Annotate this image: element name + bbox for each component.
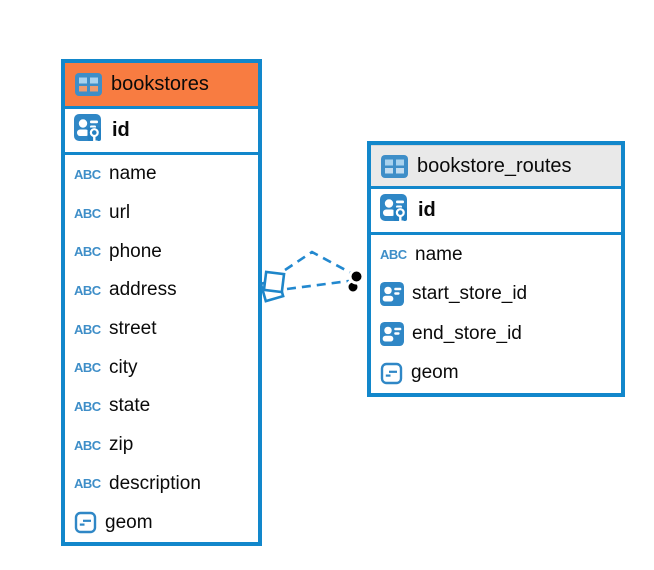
column-name: name <box>415 243 463 265</box>
column-name: description <box>109 472 201 494</box>
text-type-icon: ABC <box>74 398 101 414</box>
text-type-icon: ABC <box>74 205 101 221</box>
geometry-type-icon <box>380 362 403 385</box>
text-type-icon: ABC <box>74 166 101 182</box>
column-name: id <box>112 119 130 141</box>
text-type-icon: ABC <box>74 321 101 337</box>
column-row[interactable]: ABC city <box>65 348 258 388</box>
primary-key-icon <box>74 114 104 147</box>
column-name: url <box>109 202 131 224</box>
relation-target-dot <box>348 268 365 285</box>
text-type-icon: ABC <box>380 247 407 263</box>
column-row[interactable]: end_store_id <box>371 314 621 354</box>
column-row[interactable]: ABC address <box>65 271 258 310</box>
table-bookstores[interactable]: bookstores id ABC name <box>61 59 262 546</box>
column-name: zip <box>109 434 134 456</box>
column-row[interactable]: ABC name <box>65 155 258 194</box>
column-name: geom <box>411 362 459 384</box>
column-row[interactable]: ABC street <box>65 309 258 349</box>
table-bookstore-routes-header[interactable]: bookstore_routes <box>371 145 621 189</box>
column-row[interactable]: ABC state <box>65 387 258 426</box>
foreign-key-icon <box>380 321 404 346</box>
column-row[interactable]: ABC name <box>371 235 621 275</box>
table-icon <box>75 73 102 96</box>
column-name: geom <box>105 511 153 533</box>
column-row[interactable]: ABC zip <box>65 425 258 465</box>
relation-line-lower <box>286 279 350 291</box>
text-type-icon: ABC <box>74 437 101 453</box>
column-row[interactable]: ABC phone <box>65 232 258 272</box>
table-title: bookstore_routes <box>417 154 572 177</box>
column-row[interactable]: ABC description <box>65 464 258 504</box>
column-name: id <box>418 199 436 221</box>
column-name: name <box>109 163 157 185</box>
column-name: phone <box>109 240 162 262</box>
relation-line-upper <box>284 250 352 275</box>
text-type-icon: ABC <box>74 476 101 492</box>
table-bookstore-routes[interactable]: bookstore_routes id ABC name <box>367 141 625 397</box>
column-name: start_store_id <box>412 283 528 305</box>
table-bookstores-header[interactable]: bookstores <box>65 63 258 109</box>
table-title: bookstores <box>111 73 209 95</box>
column-name: address <box>109 279 177 301</box>
column-row-pk[interactable]: id <box>371 189 621 235</box>
relation-source-marker <box>262 270 286 294</box>
primary-key-icon <box>380 194 410 227</box>
column-row[interactable]: geom <box>65 503 258 542</box>
text-type-icon: ABC <box>74 282 101 298</box>
column-name: street <box>109 318 157 340</box>
geometry-type-icon <box>74 511 97 534</box>
table-icon <box>381 154 408 178</box>
column-row-pk[interactable]: id <box>65 109 258 155</box>
column-row[interactable]: geom <box>371 353 621 393</box>
column-row[interactable]: ABC url <box>65 193 258 233</box>
column-row[interactable]: start_store_id <box>371 274 621 314</box>
text-type-icon: ABC <box>74 360 101 376</box>
text-type-icon: ABC <box>74 244 101 260</box>
foreign-key-icon <box>380 282 404 307</box>
column-name: city <box>109 356 138 378</box>
column-name: state <box>109 395 151 417</box>
column-name: end_store_id <box>412 322 522 344</box>
